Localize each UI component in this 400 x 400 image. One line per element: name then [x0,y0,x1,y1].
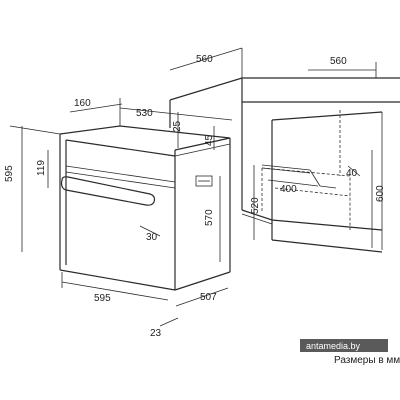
dim-160: 160 [74,98,91,109]
dimension-labels: 560 560 160 530 25 45 595 119 570 520 60… [4,54,386,339]
dim-45: 45 [204,134,215,146]
dim-119: 119 [36,160,47,176]
dim-595-height: 595 [4,165,15,182]
dim-600: 600 [375,185,386,202]
watermark-text: antamedia.by [306,341,361,351]
dim-560-right: 560 [330,56,347,67]
units-note: Размеры в мм [334,355,400,366]
oven-body [59,125,231,291]
dim-560-top: 560 [196,54,213,65]
dim-400: 400 [280,184,297,195]
cabinet-niche [169,77,400,253]
dim-30: 30 [146,232,158,243]
dim-507: 507 [200,292,217,303]
dim-595-width: 595 [94,293,111,304]
dim-570: 570 [204,209,215,226]
dimension-lines [9,47,377,327]
dim-530: 530 [136,108,153,119]
dim-520: 520 [250,197,261,214]
dim-40: 40 [346,168,358,179]
watermark: antamedia.by [300,339,388,352]
dim-25: 25 [172,120,183,132]
dim-23: 23 [150,328,162,339]
